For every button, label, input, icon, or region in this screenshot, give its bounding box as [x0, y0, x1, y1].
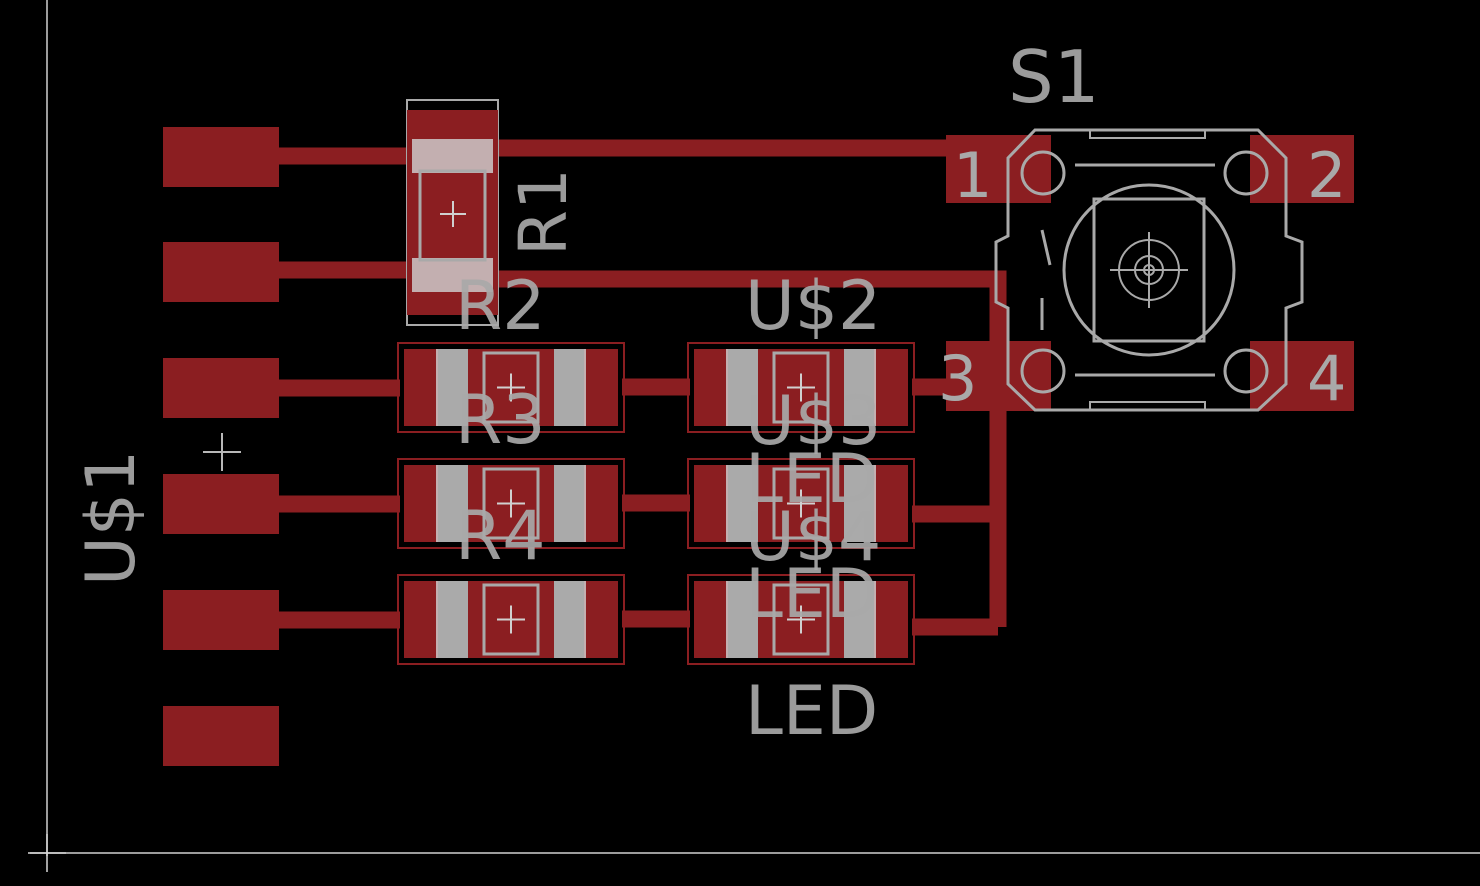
resistor-r1[interactable]: R1 [406, 99, 582, 326]
usb-connector[interactable]: U$1 [72, 127, 279, 766]
r3-designator: R3 [455, 381, 546, 460]
switch-hole-3 [1020, 348, 1066, 394]
led2-designator: U$2 [745, 267, 881, 346]
switch-outline [994, 128, 1304, 412]
resistor-r4-pad-b[interactable] [584, 581, 618, 658]
switch-pin-label-3: 3 [938, 342, 977, 415]
led-u2-pad-b[interactable] [874, 349, 908, 426]
usb-pad-6[interactable] [163, 706, 279, 766]
copper-traces [278, 139, 1007, 636]
led-u4-pad-b[interactable] [874, 581, 908, 658]
resistor-r4[interactable] [397, 574, 625, 665]
usb-pad-2[interactable] [163, 242, 279, 302]
switch-pin-label-2: 2 [1307, 139, 1346, 212]
usb-pad-1[interactable] [163, 127, 279, 187]
led-u4-pad-a[interactable] [694, 581, 728, 658]
led-u3[interactable] [687, 458, 915, 549]
usb-designator: U$1 [72, 450, 151, 586]
r4-designator: R4 [455, 497, 546, 576]
usb-pad-4[interactable] [163, 474, 279, 534]
led-u3-pad-a[interactable] [694, 465, 728, 542]
led-u4[interactable] [687, 574, 915, 665]
resistor-r3-pad-a[interactable] [404, 465, 438, 542]
switch-designator: S1 [1008, 35, 1100, 119]
switch-hole-4 [1223, 348, 1269, 394]
resistor-r2-pad-b[interactable] [584, 349, 618, 426]
usb-pad-3[interactable] [163, 358, 279, 418]
resistor-r2-pad-a[interactable] [404, 349, 438, 426]
resistor-r4-pad-a[interactable] [404, 581, 438, 658]
led-u2-pad-a[interactable] [694, 349, 728, 426]
led-u2[interactable] [687, 342, 915, 433]
switch-hole-2 [1223, 150, 1269, 196]
usb-pad-5[interactable] [163, 590, 279, 650]
resistor-array [397, 342, 625, 665]
led4-designator: U$4 [745, 498, 881, 577]
led-u3-pad-b[interactable] [874, 465, 908, 542]
led4-value: LED [745, 672, 878, 751]
switch-hole-1 [1020, 150, 1066, 196]
board-outline [28, 0, 1480, 872]
r2-designator: R2 [455, 267, 546, 346]
resistor-r2[interactable] [397, 342, 625, 433]
tactile-switch-s1[interactable]: 1 2 3 4 S1 [938, 35, 1354, 415]
switch-pin-label-4: 4 [1307, 342, 1346, 415]
r1-designator: R1 [505, 168, 582, 256]
led2-value: LED [745, 440, 878, 519]
led-array [687, 342, 915, 665]
switch-pin-label-1: 1 [953, 139, 992, 212]
row-labels: R2 R3 R4 U$2 U$3 LED U$4 LED LED [455, 267, 881, 751]
resistor-r3-pad-b[interactable] [584, 465, 618, 542]
usb-origin-cross [203, 433, 241, 471]
resistor-r3[interactable] [397, 458, 625, 549]
led3-value: LED [745, 555, 878, 634]
origin-cross [28, 834, 66, 872]
led3-designator: U$3 [745, 382, 881, 461]
